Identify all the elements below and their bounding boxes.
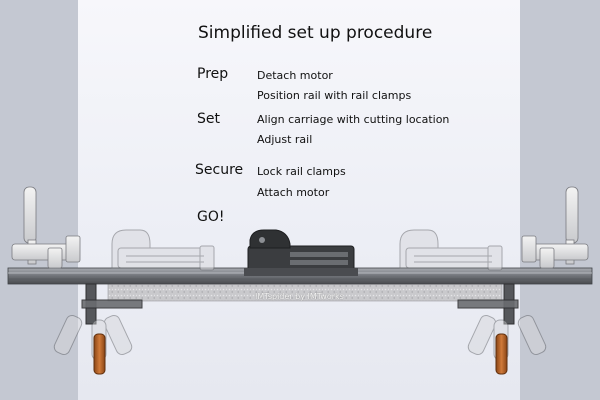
watermark-text: IMTspider by IMTworks [255, 292, 344, 301]
right-rail-clamp [399, 229, 503, 271]
step-item-adjust-rail: Adjust rail [257, 133, 313, 146]
left-toggle-clamp [11, 186, 81, 269]
step-item-attach-motor: Attach motor [257, 186, 330, 199]
left-under-clamp [53, 283, 143, 375]
page-title: Simplified set up procedure [198, 23, 433, 43]
diagram-background-panel [78, 0, 520, 400]
step-heading-set: Set [197, 111, 220, 127]
step-item-align-carriage: Align carriage with cutting location [257, 113, 450, 126]
right-toggle-clamp [521, 186, 589, 269]
left-rail-clamp [111, 229, 215, 271]
step-item-position-rail: Position rail with rail clamps [257, 89, 412, 102]
step-item-lock-rail-clamps: Lock rail clamps [257, 165, 346, 178]
step-heading-go: GO! [197, 209, 225, 225]
step-heading-prep: Prep [197, 66, 229, 82]
step-heading-secure: Secure [195, 162, 244, 178]
step-item-detach-motor: Detach motor [257, 69, 333, 82]
cutting-carriage [244, 229, 358, 276]
right-under-clamp [457, 283, 547, 375]
